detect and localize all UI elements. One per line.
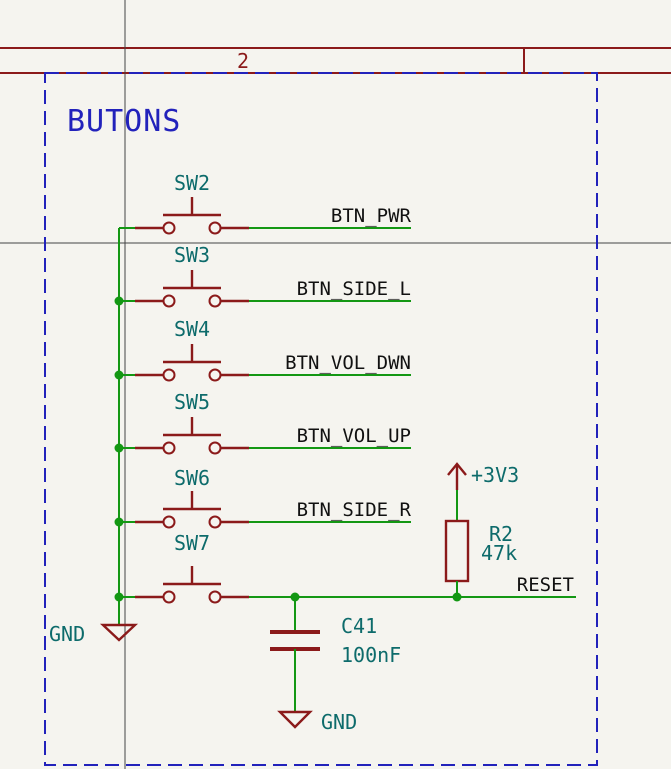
gnd-label-capacitor: GND — [321, 710, 357, 734]
capacitor-ref: C41 — [341, 614, 377, 638]
junction-dot — [114, 370, 124, 380]
net-label: BTN_PWR — [331, 205, 412, 227]
gnd-icon — [277, 710, 313, 729]
switch-contact-right — [208, 221, 222, 235]
sheet-frame: 2 — [0, 47, 671, 74]
resistor-body — [444, 519, 470, 583]
net-label: BTN_SIDE_R — [297, 499, 412, 521]
junction-dot — [114, 517, 124, 527]
junction-dot — [114, 443, 124, 453]
switch-contact-right — [208, 294, 222, 308]
resistor-value: 47k — [481, 541, 517, 565]
net-label: BTN_VOL_UP — [297, 425, 411, 447]
capacitor-c41[interactable]: C41 100nF — [270, 597, 401, 712]
switch-contact-right — [208, 515, 222, 529]
switch-contact-right — [208, 590, 222, 604]
power-supply-label: +3V3 — [471, 463, 519, 487]
gnd-symbol-capacitor[interactable]: GND — [277, 710, 357, 734]
frame-zone-label: 2 — [237, 49, 249, 73]
net-label: BTN_VOL_DWN — [285, 352, 411, 374]
power-arrow-icon — [447, 462, 467, 476]
switch-contact-right — [208, 368, 222, 382]
switch-contact-left — [162, 441, 176, 455]
switch-ref: SW6 — [174, 466, 210, 490]
switch-contact-left — [162, 590, 176, 604]
switch-ref: SW2 — [174, 171, 210, 195]
switch-contact-left — [162, 368, 176, 382]
switch-contact-left — [162, 221, 176, 235]
gnd-label-left: GND — [49, 622, 85, 646]
switch-ref: SW3 — [174, 243, 210, 267]
power-symbol-3v3[interactable]: +3V3 — [447, 462, 519, 490]
capacitor-value: 100nF — [341, 643, 401, 667]
switch-ref: SW7 — [174, 531, 210, 555]
resistor-ref: R2 — [489, 522, 513, 546]
group-box[interactable] — [44, 72, 598, 766]
switch-contact-right — [208, 441, 222, 455]
junction-dot — [114, 592, 124, 602]
resistor-r2[interactable]: R2 47k — [444, 490, 517, 597]
gnd-symbol-left[interactable]: GND — [49, 622, 139, 646]
group-title[interactable]: BUTONS — [67, 104, 181, 139]
gnd-icon — [99, 623, 139, 642]
switch-contact-left — [162, 515, 176, 529]
switch-ref: SW4 — [174, 317, 210, 341]
switch-ref: SW5 — [174, 390, 210, 414]
switch-contact-left — [162, 294, 176, 308]
junction-dot — [114, 296, 124, 306]
net-label: RESET — [517, 574, 574, 596]
net-label: BTN_SIDE_L — [297, 278, 411, 300]
